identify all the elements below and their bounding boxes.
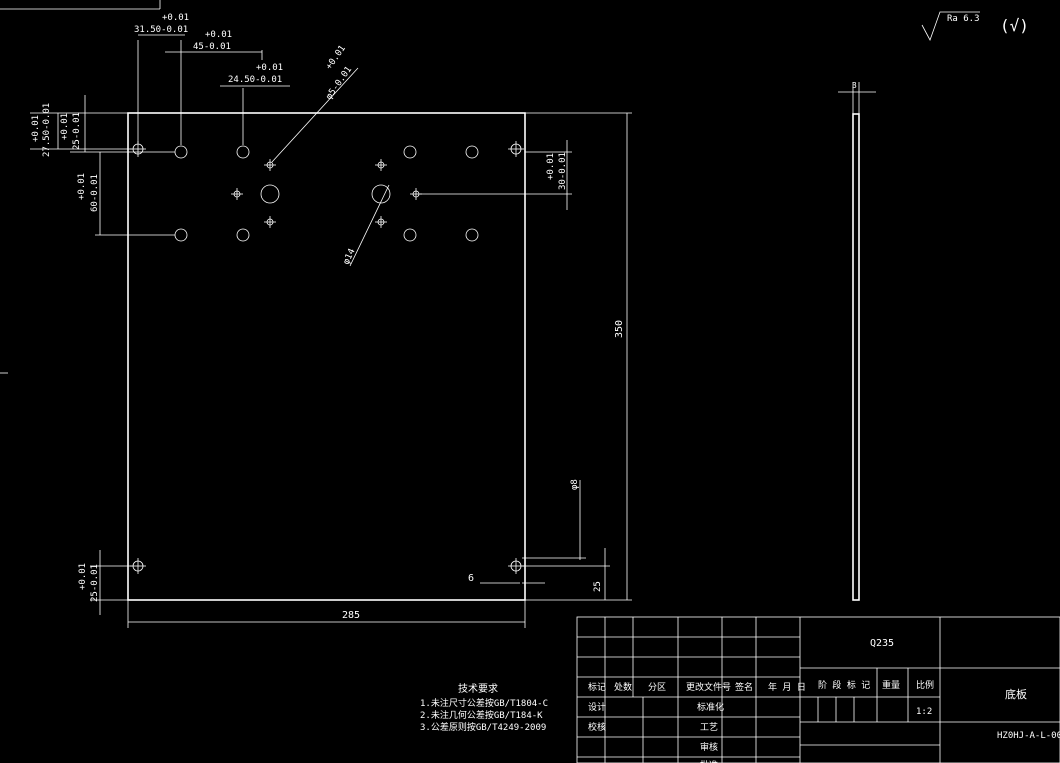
center-marks	[130, 141, 524, 574]
tb-header-zone: 分区	[648, 682, 666, 693]
tb-role-process: 工艺	[700, 722, 718, 733]
dim-bottom-right: 25	[593, 581, 603, 592]
dim-offset: 6	[468, 573, 474, 584]
notes-line-2: 2.未注几何公差按GB/T184-K	[420, 709, 543, 721]
dim-d1: 31.50-0.01	[134, 25, 188, 35]
hole-row-top	[132, 143, 522, 159]
surface-finish-other: (√)	[1000, 16, 1029, 35]
dim-v1: 27.50-0.01	[42, 103, 52, 157]
tb-weight: 重量	[882, 679, 900, 691]
dim-bottom-v: 25-0.01	[90, 564, 100, 602]
title-block: 标记 处数 分区 更改文件号 签名 年 月 日 设计 校核 标准化 工艺 审核 …	[576, 616, 1060, 763]
tb-scale-label: 比例	[916, 679, 934, 691]
tb-role-approve: 批准	[700, 759, 718, 763]
hole-corners	[132, 560, 522, 572]
tb-role-review: 审核	[700, 741, 718, 753]
surface-finish-value: Ra 6.3	[947, 14, 980, 24]
dim-height: 350	[614, 320, 625, 338]
side-thickness: 3	[852, 81, 857, 90]
dim-d2-tol: +0.01	[205, 30, 232, 40]
plate-front-view: +0.01 31.50-0.01 +0.01 45-0.01 +0.01 24.…	[30, 13, 632, 628]
sheet-border	[0, 0, 161, 374]
dim-hole-large: φ14	[342, 247, 358, 266]
dim-v3-tol: +0.01	[77, 173, 87, 200]
dim-hole-small: φ5-0.01	[324, 65, 354, 102]
dim-v2-tol: +0.01	[60, 113, 70, 140]
tb-header-mark: 标记	[588, 681, 606, 693]
tb-stage-mark: 阶 段 标 记	[818, 679, 870, 691]
plate-outline	[127, 112, 526, 601]
notes-line-1: 1.未注尺寸公差按GB/T1804-C	[420, 697, 548, 709]
dim-d2: 45-0.01	[193, 42, 231, 52]
dim-v2: 25-0.01	[72, 112, 82, 150]
dim-d1-tol: +0.01	[162, 13, 189, 23]
hole-large-group	[233, 161, 420, 226]
surface-finish-symbol: Ra 6.3 (√)	[921, 11, 1029, 41]
tb-header-date: 年 月 日	[768, 681, 806, 693]
dim-d3-tol: +0.01	[256, 63, 283, 73]
tb-header-change-doc: 更改文件号	[686, 681, 731, 693]
dim-v1-tol: +0.01	[31, 115, 41, 142]
tb-role-design: 设计	[588, 701, 606, 713]
dim-d3: 24.50-0.01	[228, 75, 282, 85]
tb-drawing-no: HZ0HJ-A-L-001	[997, 731, 1060, 741]
dim-right1: 30-0.01	[558, 152, 568, 190]
dim-right1-tol: +0.01	[546, 153, 556, 180]
dimension-lines	[30, 34, 632, 628]
tb-header-count: 处数	[614, 681, 632, 693]
dim-v3: 60-0.01	[90, 174, 100, 212]
dim-hole-corner: φ8	[570, 479, 580, 490]
technical-notes: 技术要求 1.未注尺寸公差按GB/T1804-C 2.未注几何公差按GB/T18…	[420, 682, 548, 733]
tb-scale: 1:2	[916, 707, 932, 717]
plate-side-view: 3	[838, 81, 876, 601]
tb-header-sign: 签名	[735, 681, 753, 693]
holes	[130, 141, 524, 574]
notes-line-3: 3.公差原则按GB/T4249-2009	[420, 721, 546, 733]
tb-material: Q235	[870, 638, 894, 649]
dim-bottom-v-tol: +0.01	[78, 563, 88, 590]
dim-width: 285	[342, 610, 360, 621]
tb-role-check: 校核	[588, 721, 606, 733]
hole-row-bottom	[174, 228, 479, 242]
tb-role-standard: 标准化	[697, 701, 724, 713]
notes-heading: 技术要求	[458, 682, 498, 695]
tb-part-name: 底板	[1005, 687, 1027, 701]
